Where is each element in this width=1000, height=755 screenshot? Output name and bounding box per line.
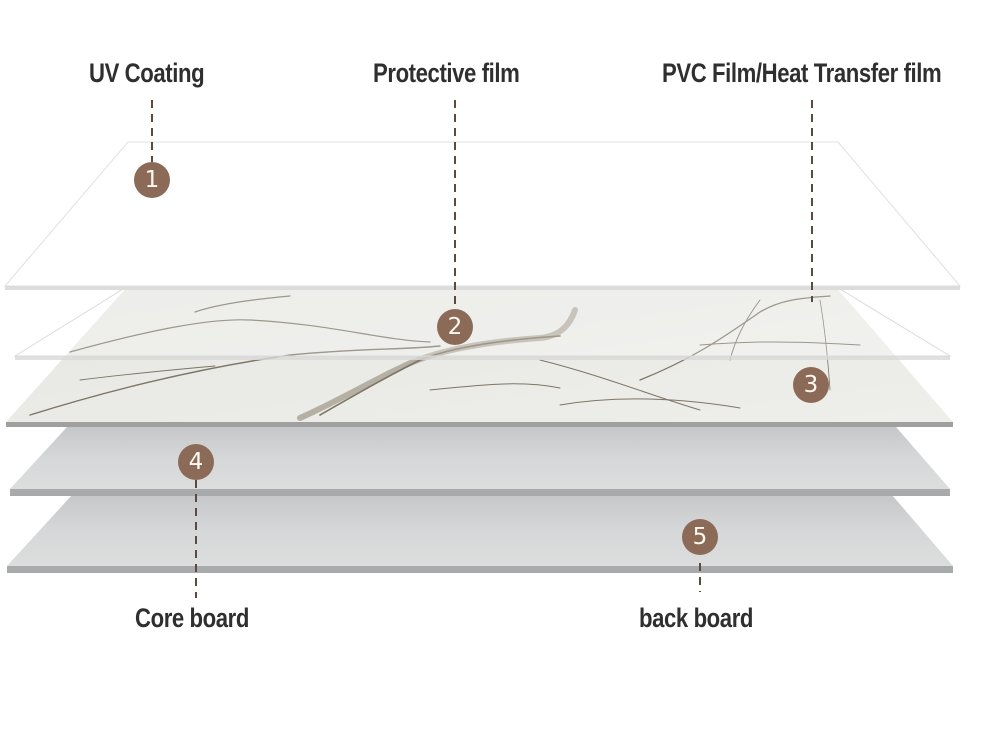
marker-3: 3: [793, 367, 829, 403]
marble-veins: [29, 295, 861, 421]
layer-3-marble-film: [6, 286, 953, 427]
label-pvc-heat-transfer-film: PVC Film/Heat Transfer film: [662, 58, 942, 88]
marker-5: 5: [682, 519, 718, 555]
marker-1: 1: [134, 162, 170, 198]
layer-1-uv-coating: [3, 141, 962, 290]
layer-4-core-board: [10, 427, 950, 496]
label-back-board: back board: [639, 603, 754, 633]
marker-2: 2: [437, 309, 473, 345]
label-protective-film: Protective film: [373, 58, 520, 88]
layer-5-back-board: [7, 495, 953, 573]
leader-lines: [151, 100, 813, 598]
marker-4: 4: [178, 444, 214, 480]
label-uv-coating: UV Coating: [89, 58, 205, 88]
label-core-board: Core board: [135, 603, 250, 633]
layer-2-protective-film: [13, 285, 952, 360]
